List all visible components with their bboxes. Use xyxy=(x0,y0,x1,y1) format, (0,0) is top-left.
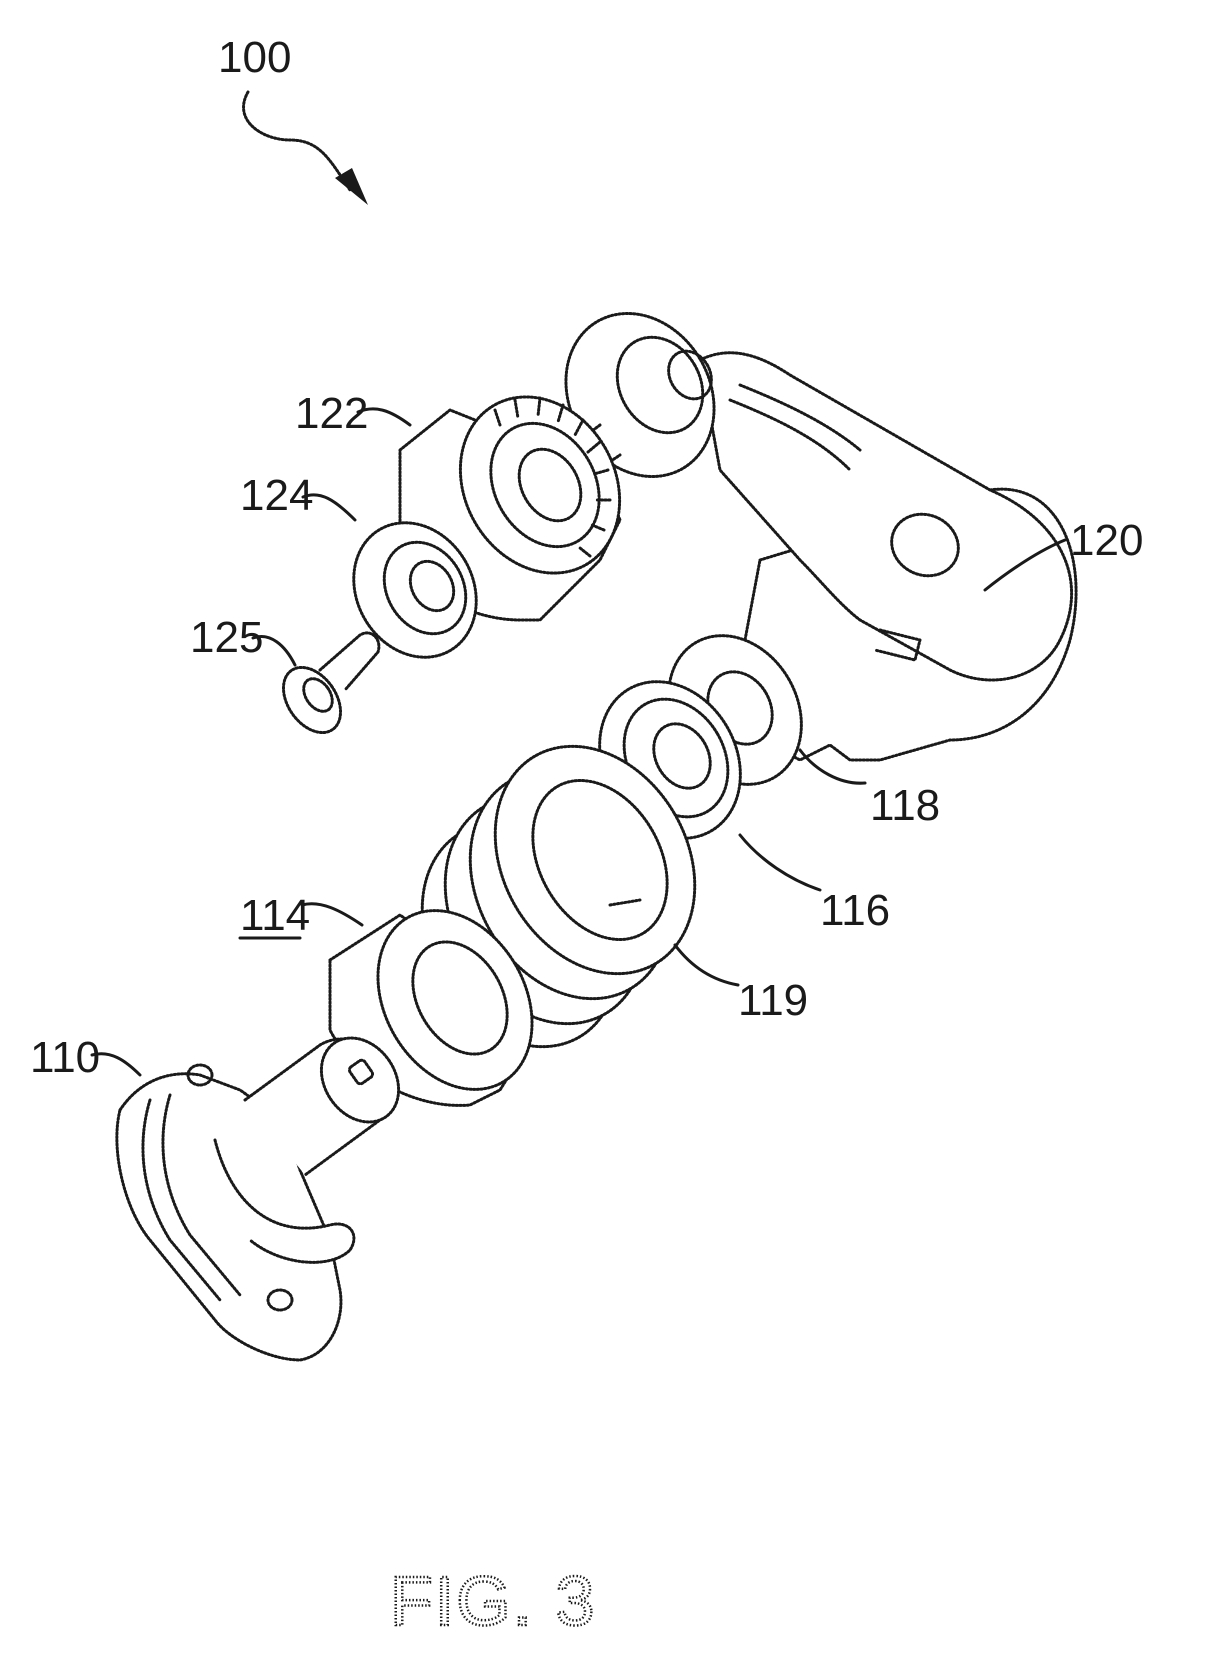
ref-120: 120 xyxy=(1070,516,1143,565)
bracket-hole-top xyxy=(186,1063,214,1087)
ref-114: 114 xyxy=(240,891,310,940)
shaft-end xyxy=(319,1036,401,1124)
assembly-callout: 100 xyxy=(218,33,368,205)
bracket-groove-1 xyxy=(141,1098,222,1302)
washer-124 xyxy=(352,521,478,659)
spring-inner xyxy=(531,779,669,941)
ref-116: 116 xyxy=(820,886,890,935)
leader-119 xyxy=(673,943,740,987)
arm-notch xyxy=(873,628,922,662)
leader-120 xyxy=(983,538,1067,592)
arm-top-disc-inner xyxy=(615,335,705,435)
gear-teeth xyxy=(493,396,612,558)
bushing-bore xyxy=(411,940,509,1056)
cap-bore xyxy=(517,447,583,523)
shaft-key xyxy=(347,1058,375,1086)
bracket-groove-2 xyxy=(161,1093,242,1297)
screw-head-recess xyxy=(302,677,334,713)
ref-124: 124 xyxy=(240,471,313,520)
leader-arrow-100 xyxy=(242,90,352,192)
spring-tang xyxy=(608,898,642,907)
leader-124 xyxy=(301,493,357,522)
leader-118 xyxy=(798,748,867,785)
washer-116-hole xyxy=(652,722,712,790)
washer-124-outer xyxy=(352,521,478,659)
leader-114 xyxy=(300,902,364,927)
leader-122 xyxy=(356,407,412,427)
base-bracket-110 xyxy=(115,1036,401,1362)
cap-gear-inner xyxy=(489,421,601,549)
figure-label: FIG. 3 xyxy=(390,1562,596,1640)
ref-125: 125 xyxy=(190,613,263,662)
arm-slot-line-1 xyxy=(728,398,852,472)
screw-shank xyxy=(318,631,381,692)
bracket-hook xyxy=(213,1138,356,1264)
arrowhead-icon xyxy=(335,168,368,205)
ref-122: 122 xyxy=(295,389,368,438)
leader-116 xyxy=(738,833,822,892)
ref-119: 119 xyxy=(738,976,808,1025)
spring-coil-4 xyxy=(493,744,697,976)
ref-100: 100 xyxy=(218,33,291,82)
washer-124-hole xyxy=(408,559,456,613)
leader-125 xyxy=(251,635,297,667)
arm-plate-hole xyxy=(890,512,960,578)
bushing-face xyxy=(376,909,534,1091)
ref-118: 118 xyxy=(870,781,940,830)
washer-124-mid xyxy=(382,540,468,636)
callouts: 122 124 125 120 118 116 119 114 110 xyxy=(30,389,1143,1082)
screw-head xyxy=(281,665,343,735)
arm-top-hole xyxy=(667,349,713,401)
screw-125 xyxy=(281,631,381,735)
arm-plate xyxy=(698,351,1074,682)
leader-110 xyxy=(90,1052,142,1077)
bracket-hole-bottom xyxy=(266,1288,294,1312)
ref-110: 110 xyxy=(30,1033,100,1082)
arm-slot-line-2 xyxy=(738,383,862,452)
